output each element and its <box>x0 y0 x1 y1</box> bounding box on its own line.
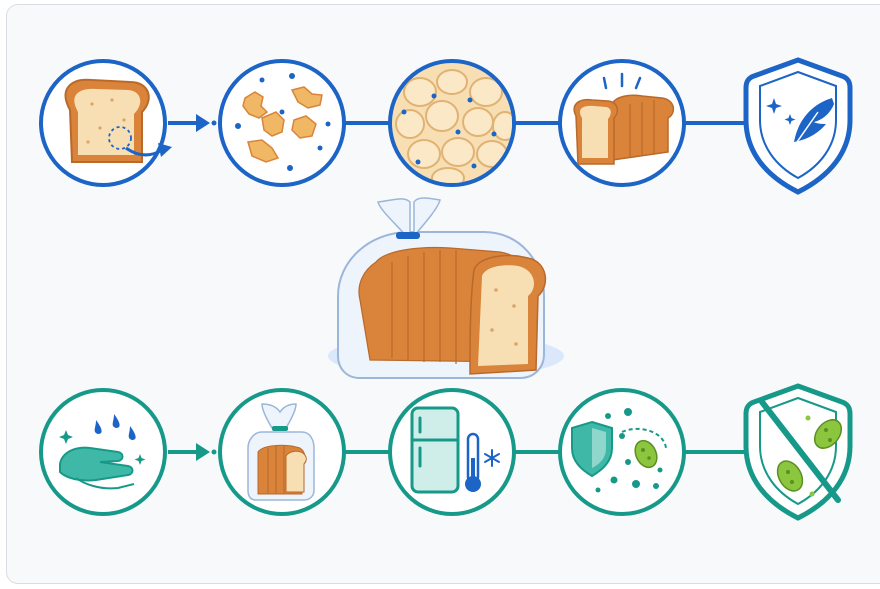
crumb-structure-icon <box>390 61 517 188</box>
connector-dot <box>212 450 217 455</box>
arrowhead-icon <box>196 443 210 461</box>
arrowhead-icon <box>196 114 210 132</box>
bottom-row <box>41 386 850 518</box>
shield-no-bacteria-icon <box>746 386 850 518</box>
top-row <box>41 60 850 192</box>
shield-microbes-icon <box>560 390 684 514</box>
bagged-loaf-icon <box>328 198 564 378</box>
crumbs-icon <box>220 61 344 185</box>
connector-dot <box>212 121 217 126</box>
fridge-thermometer-icon <box>390 390 514 514</box>
bread-slice-icon <box>41 61 172 185</box>
hand-washing-icon <box>41 390 165 514</box>
bag-tie-icon <box>272 426 288 431</box>
sliced-loaf-icon <box>560 61 684 185</box>
bagged-bread-icon <box>220 390 344 514</box>
shield-feather-icon <box>746 60 850 192</box>
bag-tie-icon <box>396 232 420 239</box>
